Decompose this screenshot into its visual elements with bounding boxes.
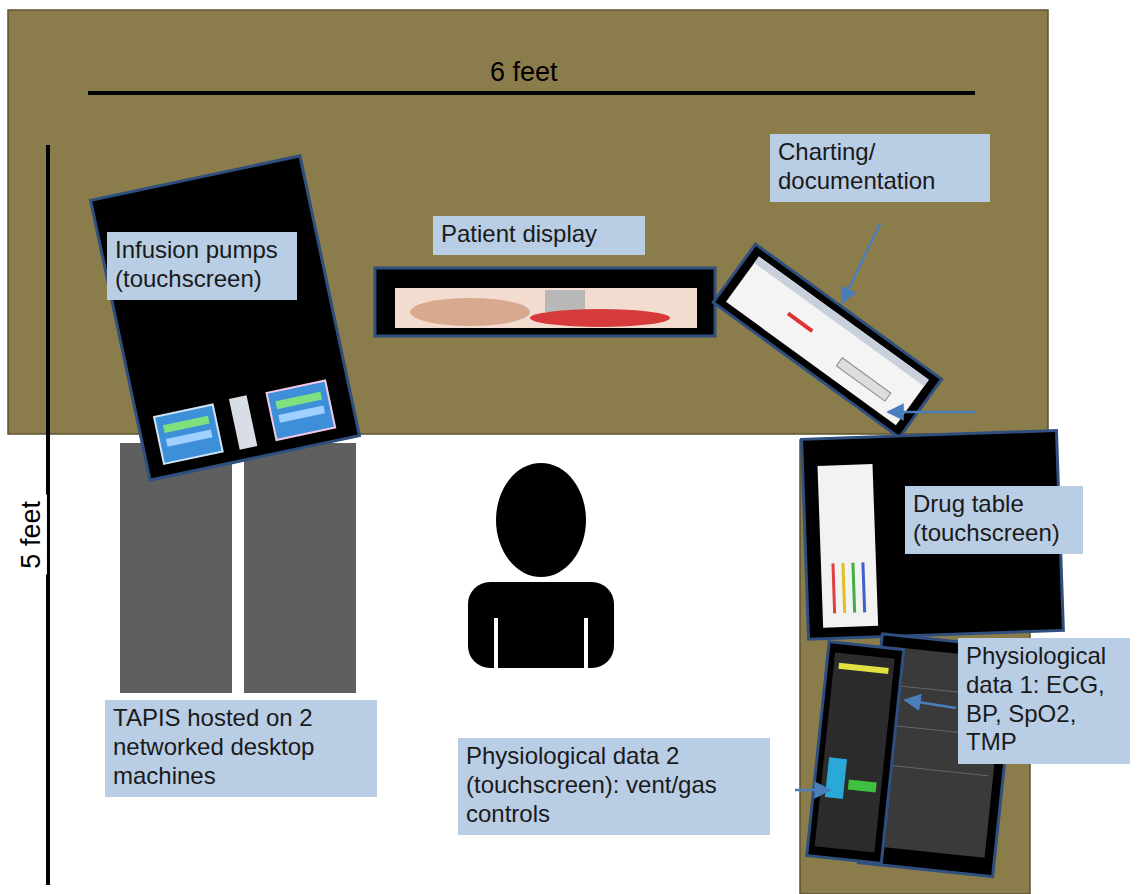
label-box: Drug table (touchscreen) [905, 486, 1083, 554]
desktop-machine [120, 443, 232, 693]
patient-display-screen [375, 268, 715, 336]
label-box: Physiological data 1: ECG, BP, SpO2, TMP [958, 638, 1130, 764]
infusion-pump-screen [91, 156, 360, 480]
desktop-machine [244, 443, 356, 693]
label-box: Physiological data 2 (touchscreen): vent… [458, 738, 770, 835]
dimension-label: 6 feet [490, 58, 558, 88]
label-text: Patient display [441, 220, 637, 249]
dimension-line [88, 91, 975, 95]
label-box: Charting/ documentation [770, 134, 990, 202]
label-text: Physiological data 2 (touchscreen): vent… [466, 742, 762, 828]
label-text: Infusion pumps (touchscreen) [115, 236, 289, 294]
dimension-label: 5 feet [17, 495, 47, 575]
charting-screen [713, 244, 941, 437]
label-box: TAPIS hosted on 2 networked desktop mach… [105, 700, 377, 797]
label-box: Patient display [433, 216, 645, 255]
label-text: Drug table (touchscreen) [913, 490, 1075, 548]
label-text: Charting/ documentation [778, 138, 982, 196]
label-text: TAPIS hosted on 2 networked desktop mach… [113, 704, 369, 790]
label-text: Physiological data 1: ECG, BP, SpO2, TMP [966, 642, 1122, 757]
label-box: Infusion pumps (touchscreen) [107, 232, 297, 300]
person-silhouette [468, 463, 614, 670]
physiological-monitor-2 [807, 642, 904, 864]
